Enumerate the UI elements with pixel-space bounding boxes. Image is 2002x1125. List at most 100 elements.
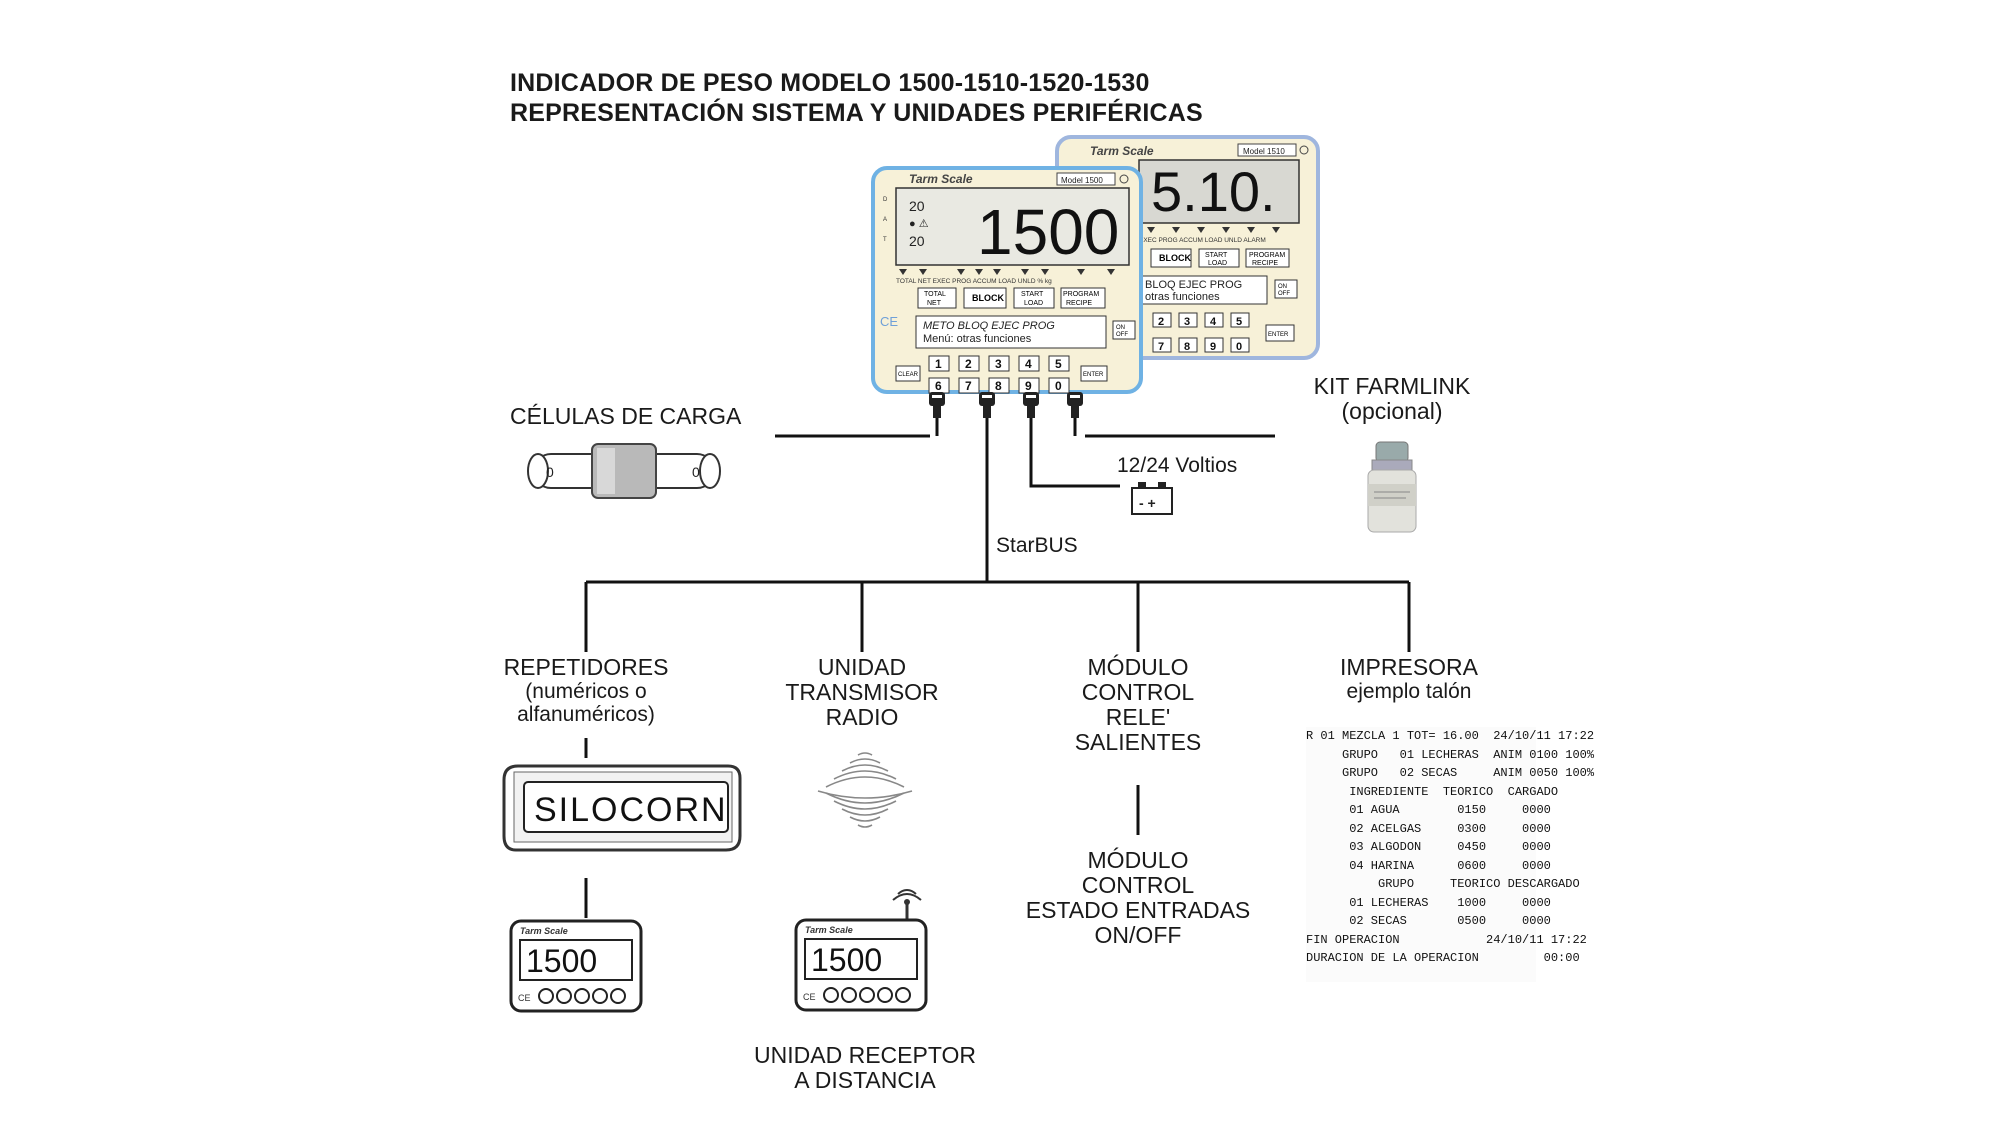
power-line bbox=[1029, 418, 1120, 488]
ticket-line: 03 ALGODON 0450 0000 bbox=[1306, 840, 1551, 854]
svg-text:0: 0 bbox=[1055, 379, 1062, 393]
svg-text:2: 2 bbox=[1158, 316, 1164, 328]
receiver-line-2: A DISTANCIA bbox=[794, 1067, 936, 1093]
relay-line-1: MÓDULO bbox=[1087, 654, 1189, 680]
svg-text:LOAD: LOAD bbox=[1024, 300, 1043, 307]
svg-text:0: 0 bbox=[546, 464, 554, 480]
printer-label: IMPRESORA ejemplo talón bbox=[1309, 654, 1509, 704]
front-text-line2: Menú: otras funciones bbox=[923, 333, 1032, 345]
svg-text:9: 9 bbox=[1210, 341, 1216, 353]
battery-icon: - + bbox=[1131, 482, 1173, 515]
svg-text:D: D bbox=[883, 197, 888, 203]
svg-text:2: 2 bbox=[965, 357, 972, 371]
svg-text:T: T bbox=[883, 237, 887, 243]
diagram-title: INDICADOR DE PESO MODELO 1500-1510-1520-… bbox=[510, 68, 1203, 128]
farmlink-device-icon bbox=[1367, 441, 1417, 533]
load-cells-label: CÉLULAS DE CARGA bbox=[510, 403, 742, 429]
svg-text:● ⚠: ● ⚠ bbox=[909, 218, 929, 230]
ticket-lines: R 01 MEZCLA 1 TOT= 16.00 24/10/11 17:22 … bbox=[1306, 727, 1595, 968]
front-model: Model 1500 bbox=[1061, 176, 1103, 185]
svg-text:BLOCK: BLOCK bbox=[1159, 253, 1191, 263]
small-display-2-brand: Tarm Scale bbox=[805, 925, 853, 935]
repeater-display-text: SILOCORN bbox=[534, 791, 728, 829]
ticket-line: GRUPO 02 SECAS ANIM 0050 100% bbox=[1306, 766, 1595, 780]
ticket-line: GRUPO TEORICO DESCARGADO bbox=[1306, 877, 1580, 891]
svg-text:OFF: OFF bbox=[1278, 291, 1290, 297]
receiver-label: UNIDAD RECEPTOR A DISTANCIA bbox=[710, 1043, 1020, 1093]
repeaters-sub1: (numéricos o bbox=[525, 680, 647, 703]
radio-waves-icon bbox=[817, 752, 913, 828]
ticket-line: 04 HARINA 0600 0000 bbox=[1306, 858, 1551, 873]
radio-line-1: UNIDAD bbox=[817, 654, 907, 680]
svg-text:CE: CE bbox=[803, 992, 816, 1002]
load-cell-icon: 0 0 bbox=[527, 443, 721, 499]
receiver-line-1: UNIDAD RECEPTOR bbox=[754, 1042, 976, 1068]
svg-text:PROGRAM: PROGRAM bbox=[1063, 291, 1099, 298]
ticket-line: 02 SECAS 0500 0000 bbox=[1306, 914, 1551, 928]
front-text-line1: METO BLOQ EJEC PROG bbox=[923, 320, 1055, 332]
battery-polarity: - + bbox=[1139, 495, 1156, 511]
svg-text:1: 1 bbox=[935, 357, 942, 371]
svg-text:20: 20 bbox=[909, 233, 925, 249]
svg-text:4: 4 bbox=[1025, 357, 1032, 371]
svg-text:ENTER: ENTER bbox=[1083, 372, 1104, 378]
svg-text:5: 5 bbox=[1236, 316, 1242, 328]
front-brand: Tarm Scale bbox=[909, 172, 973, 186]
ticket-line: DURACION DE LA OPERACION 00:00 bbox=[1306, 951, 1580, 965]
small-display-2-value: 1500 bbox=[811, 942, 882, 978]
svg-text:8: 8 bbox=[1184, 341, 1190, 353]
svg-text:3: 3 bbox=[995, 357, 1002, 371]
svg-text:START: START bbox=[1021, 291, 1044, 298]
ticket-line: 01 LECHERAS 1000 0000 bbox=[1306, 895, 1551, 910]
svg-text:ON: ON bbox=[1278, 284, 1287, 290]
printer-title: IMPRESORA bbox=[1339, 654, 1479, 680]
small-display-2: Tarm Scale 1500 CE bbox=[794, 889, 928, 1012]
ce-mark: CE bbox=[880, 314, 898, 329]
svg-text:CLEAR: CLEAR bbox=[898, 372, 919, 378]
svg-text:EXEC PROG ACCUM LOAD UNLD: EXEC PROG ACCUM LOAD UNLD ALARM bbox=[1139, 237, 1266, 244]
title-line-2: REPRESENTACIÓN SISTEMA Y UNIDADES PERIFÉ… bbox=[510, 99, 1203, 127]
inputs-line-2: CONTROL bbox=[1081, 872, 1195, 898]
svg-text:PROGRAM: PROGRAM bbox=[1249, 252, 1285, 259]
relay-module-label: MÓDULO CONTROL RELE' SALIENTES bbox=[1038, 655, 1238, 755]
relay-line-2: CONTROL bbox=[1081, 679, 1195, 705]
svg-text:CE: CE bbox=[518, 993, 531, 1003]
starbus-label: StarBUS bbox=[996, 534, 1078, 557]
farmlink-title: KIT FARMLINK bbox=[1313, 373, 1471, 399]
svg-text:A: A bbox=[883, 217, 887, 223]
svg-text:TOTAL NET EXEC PROG: TOTAL NET EXEC PROG ACCUM LOAD UNLD % kg bbox=[896, 278, 1052, 285]
ticket-line: FIN OPERACION 24/10/11 17:22 bbox=[1306, 932, 1587, 947]
svg-text:LOAD: LOAD bbox=[1208, 260, 1227, 267]
svg-text:ON: ON bbox=[1116, 325, 1125, 331]
svg-text:7: 7 bbox=[1158, 341, 1164, 353]
title-line-1: INDICADOR DE PESO MODELO 1500-1510-1520-… bbox=[510, 69, 1150, 97]
back-brand: Tarm Scale bbox=[1090, 144, 1154, 158]
repeaters-title: REPETIDORES bbox=[503, 654, 669, 680]
svg-text:0: 0 bbox=[692, 464, 700, 480]
indicator-front-device: Tarm Scale Model 1500 D A T 20 ● ⚠ 20 15… bbox=[871, 166, 1143, 394]
inputs-module-label: MÓDULO CONTROL ESTADO ENTRADAS ON/OFF bbox=[998, 848, 1278, 948]
printer-sub: ejemplo talón bbox=[1346, 680, 1472, 703]
small-display-1: Tarm Scale 1500 CE bbox=[509, 919, 643, 1013]
cable-connectors bbox=[929, 392, 1083, 418]
repeater-display-device: SILOCORN bbox=[502, 764, 742, 852]
svg-text:ENTER: ENTER bbox=[1268, 332, 1289, 338]
svg-text:BLOCK: BLOCK bbox=[972, 293, 1004, 303]
farmlink-label: KIT FARMLINK (opcional) bbox=[1292, 374, 1492, 424]
back-text-line1: BLOQ EJEC PROG bbox=[1145, 279, 1242, 291]
repeaters-sub2: alfanuméricos) bbox=[517, 703, 655, 726]
inputs-line-1: MÓDULO bbox=[1087, 847, 1189, 873]
indicator-front-illustration: Tarm Scale Model 1500 D A T 20 ● ⚠ 20 15… bbox=[871, 166, 1143, 394]
back-text-line2: otras funciones bbox=[1145, 291, 1220, 303]
relay-line-4: SALIENTES bbox=[1074, 729, 1202, 755]
back-display-value: 5.10. bbox=[1151, 160, 1276, 223]
relay-line-3: RELE' bbox=[1105, 704, 1171, 730]
inputs-line-4: ON/OFF bbox=[1094, 922, 1182, 948]
ticket-line: R 01 MEZCLA 1 TOT= 16.00 24/10/11 17:22 bbox=[1306, 729, 1595, 743]
svg-text:5: 5 bbox=[1055, 357, 1062, 371]
svg-text:20: 20 bbox=[909, 198, 925, 214]
svg-text:OFF: OFF bbox=[1116, 332, 1128, 338]
ticket-line: INGREDIENTE TEORICO CARGADO bbox=[1306, 784, 1559, 799]
farmlink-optional: (opcional) bbox=[1341, 398, 1443, 424]
